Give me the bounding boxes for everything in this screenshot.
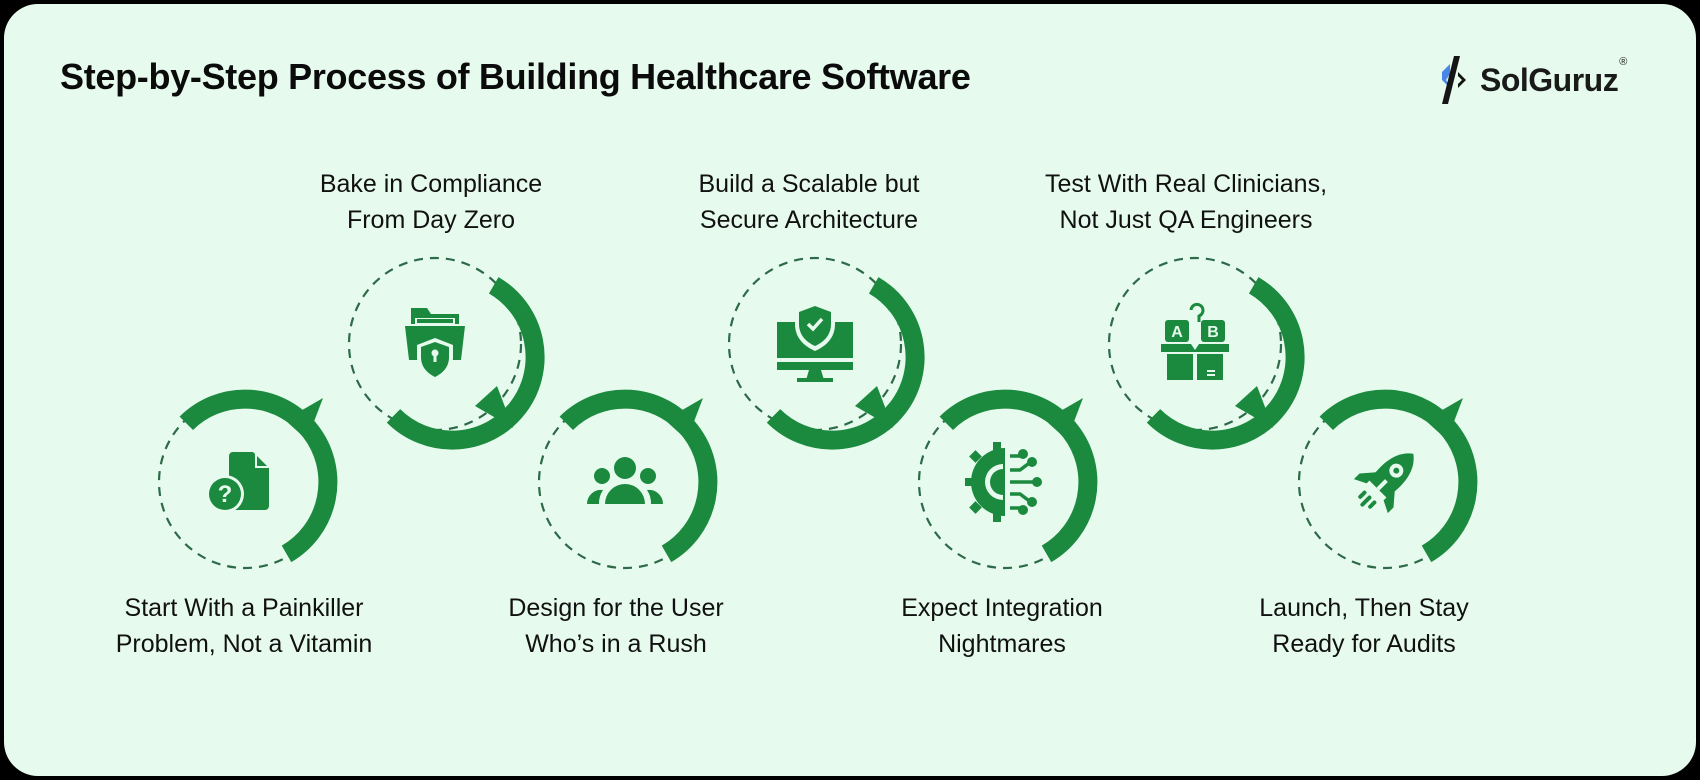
- rocket-icon: [1353, 453, 1414, 514]
- step-6-label: Test With Real Clinicians, Not Just QA E…: [1044, 170, 1328, 234]
- step-5-label: Expect Integration Nightmares: [901, 594, 1103, 658]
- brand-name: SolGuruz: [1480, 61, 1619, 98]
- infographic-card: Step-by-Step Process of Building Healthc…: [4, 4, 1696, 776]
- ab-test-box-icon: A B: [1161, 302, 1229, 380]
- solguruz-logo-icon: [1442, 56, 1466, 104]
- step-2-label: Bake in Compliance From Day Zero: [319, 170, 543, 234]
- step-6-node: A B: [1109, 258, 1295, 440]
- step-7-node: [1299, 396, 1471, 568]
- user-group-icon: [586, 457, 664, 504]
- step-4-label: Build a Scalable but Secure Architecture: [698, 170, 920, 234]
- page-title: Step-by-Step Process of Building Healthc…: [60, 56, 971, 97]
- process-diagram: ?: [4, 4, 1696, 776]
- svg-text:?: ?: [218, 481, 233, 508]
- step-5-node: [919, 396, 1091, 568]
- folder-shield-lock-icon: [405, 308, 465, 381]
- brand-logo: SolGuruz ®: [1434, 54, 1627, 106]
- svg-text:B: B: [1207, 324, 1219, 341]
- step-1-node: ?: [159, 396, 331, 568]
- step-1-label: Start With a Painkiller Problem, Not a V…: [115, 594, 373, 658]
- step-3-node: [539, 396, 711, 568]
- gear-circuit-icon: [965, 442, 1042, 522]
- step-3-label: Design for the User Who’s in a Rush: [508, 594, 724, 658]
- registered-mark: ®: [1619, 56, 1628, 68]
- monitor-shield-check-icon: [777, 302, 853, 382]
- step-2-node: [349, 258, 535, 440]
- svg-text:A: A: [1171, 324, 1183, 341]
- step-7-label: Launch, Then Stay Ready for Audits: [1259, 594, 1469, 658]
- step-4-node: [729, 258, 915, 440]
- document-question-icon: ?: [206, 452, 271, 513]
